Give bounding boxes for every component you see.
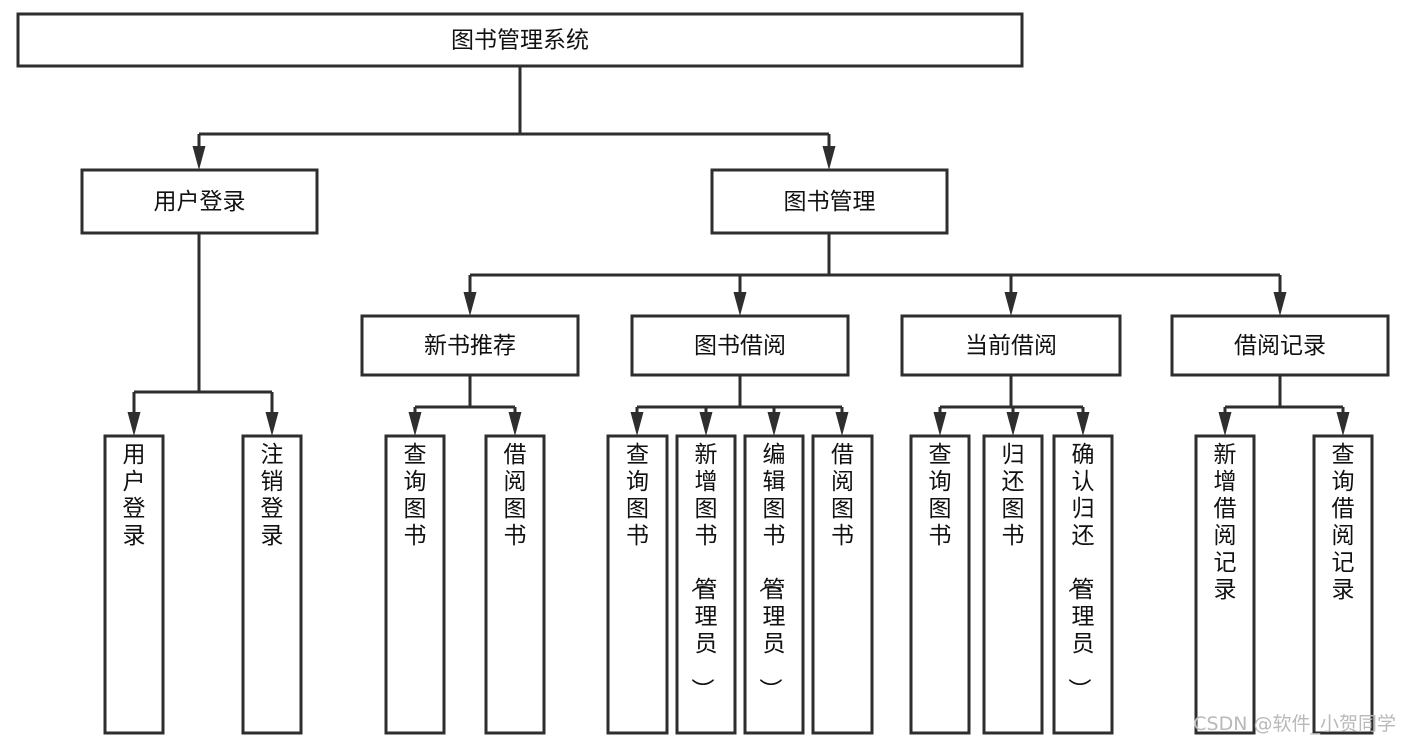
connector-group-user-login-to-leaves xyxy=(127,233,279,436)
node-leaf-edit-book-admin[interactable]: 编辑图书（管理员） xyxy=(743,434,805,735)
arrow-head-icon xyxy=(1273,292,1287,316)
node-label-leaf-add-borrow-record: 新增借阅记录 xyxy=(1214,442,1237,603)
node-root[interactable]: 图书管理系统 xyxy=(16,12,1024,68)
node-label-leaf-query-book-borrow: 查询图书 xyxy=(626,442,649,549)
node-box-leaf-query-book-borrow[interactable] xyxy=(606,434,669,735)
arrow-head-icon xyxy=(408,412,422,436)
connector-group-book-borrow-to-leaves xyxy=(630,375,849,436)
node-box-leaf-query-book-recommend[interactable] xyxy=(384,434,446,735)
node-label-leaf-confirm-return-admin: 确认归还（管理员） xyxy=(1066,442,1095,701)
node-label-leaf-return-book: 归还图书 xyxy=(1002,442,1025,549)
node-label-leaf-add-book-admin: 新增图书（管理员） xyxy=(689,442,718,701)
node-label-current-borrow: 当前借阅 xyxy=(965,333,1057,359)
nodes-layer: 图书管理系统用户登录图书管理新书推荐图书借阅当前借阅借阅记录用户登录注销登录查询… xyxy=(16,12,1390,735)
node-box-current-borrow[interactable] xyxy=(900,314,1122,377)
node-new-book-recommend[interactable]: 新书推荐 xyxy=(360,314,580,377)
node-box-book-borrow[interactable] xyxy=(630,314,850,377)
arrow-head-icon xyxy=(1004,292,1018,316)
node-label-leaf-edit-book-admin: 编辑图书（管理员） xyxy=(757,442,786,701)
node-box-leaf-edit-book-admin[interactable] xyxy=(743,434,805,735)
node-leaf-add-book-admin[interactable]: 新增图书（管理员） xyxy=(675,434,737,735)
node-current-borrow[interactable]: 当前借阅 xyxy=(900,314,1122,377)
node-box-leaf-borrow-book-recommend[interactable] xyxy=(484,434,546,735)
node-box-new-book-recommend[interactable] xyxy=(360,314,580,377)
arrow-head-icon xyxy=(733,292,747,316)
connector-group-borrow-record-to-leaves xyxy=(1218,375,1350,436)
node-box-root[interactable] xyxy=(16,12,1024,68)
node-book-management[interactable]: 图书管理 xyxy=(710,168,949,235)
connector-group-current-borrow-to-leaves xyxy=(933,375,1090,436)
node-box-leaf-return-book[interactable] xyxy=(982,434,1044,735)
arrow-head-icon xyxy=(1006,412,1020,436)
connector-group-root-to-level1 xyxy=(192,66,836,170)
node-box-leaf-user-login[interactable] xyxy=(103,434,165,735)
node-leaf-return-book[interactable]: 归还图书 xyxy=(982,434,1044,735)
node-label-user-login: 用户登录 xyxy=(154,189,246,215)
node-leaf-query-book-borrow[interactable]: 查询图书 xyxy=(606,434,669,735)
arrow-head-icon xyxy=(463,292,477,316)
node-leaf-logout-login[interactable]: 注销登录 xyxy=(241,434,303,735)
arrow-head-icon xyxy=(265,412,279,436)
arrow-head-icon xyxy=(630,412,644,436)
node-label-book-management: 图书管理 xyxy=(784,189,876,215)
node-label-new-book-recommend: 新书推荐 xyxy=(424,333,516,359)
node-box-leaf-borrow-book[interactable] xyxy=(811,434,874,735)
node-leaf-user-login[interactable]: 用户登录 xyxy=(103,434,165,735)
arrow-head-icon xyxy=(835,412,849,436)
node-box-borrow-record[interactable] xyxy=(1170,314,1390,377)
node-label-leaf-query-book-current: 查询图书 xyxy=(929,442,952,549)
node-label-leaf-user-login: 用户登录 xyxy=(123,442,146,549)
node-book-borrow[interactable]: 图书借阅 xyxy=(630,314,850,377)
arrow-head-icon xyxy=(508,412,522,436)
arrow-head-icon xyxy=(1076,412,1090,436)
node-box-leaf-query-book-current[interactable] xyxy=(909,434,971,735)
node-leaf-query-book-recommend[interactable]: 查询图书 xyxy=(384,434,446,735)
node-box-book-management[interactable] xyxy=(710,168,949,235)
node-box-leaf-query-borrow-record[interactable] xyxy=(1312,434,1374,735)
node-label-leaf-query-borrow-record: 查询借阅记录 xyxy=(1332,442,1355,603)
node-label-root: 图书管理系统 xyxy=(451,28,589,54)
arrow-head-icon xyxy=(822,146,836,170)
node-label-book-borrow: 图书借阅 xyxy=(694,333,786,359)
node-borrow-record[interactable]: 借阅记录 xyxy=(1170,314,1390,377)
node-label-borrow-record: 借阅记录 xyxy=(1234,333,1326,359)
node-leaf-query-book-current[interactable]: 查询图书 xyxy=(909,434,971,735)
node-box-leaf-confirm-return-admin[interactable] xyxy=(1052,434,1114,735)
csdn-watermark: CSDN @软件_小贺同学 xyxy=(1193,713,1396,735)
arrow-head-icon xyxy=(699,412,713,436)
node-box-user-login[interactable] xyxy=(80,168,319,235)
arrow-head-icon xyxy=(1218,412,1232,436)
arrow-head-icon xyxy=(1336,412,1350,436)
node-leaf-borrow-book-recommend[interactable]: 借阅图书 xyxy=(484,434,546,735)
connector-group-book-management-to-level2 xyxy=(463,233,1287,316)
node-leaf-borrow-book[interactable]: 借阅图书 xyxy=(811,434,874,735)
arrow-head-icon xyxy=(127,412,141,436)
node-box-leaf-add-borrow-record[interactable] xyxy=(1194,434,1256,735)
connector-group-new-book-recommend-to-leaves xyxy=(408,375,522,436)
node-box-leaf-logout-login[interactable] xyxy=(241,434,303,735)
arrow-head-icon xyxy=(767,412,781,436)
node-box-leaf-add-book-admin[interactable] xyxy=(675,434,737,735)
node-label-leaf-logout-login: 注销登录 xyxy=(261,442,284,549)
node-user-login[interactable]: 用户登录 xyxy=(80,168,319,235)
node-label-leaf-borrow-book-recommend: 借阅图书 xyxy=(504,442,527,549)
connector-lines-layer xyxy=(127,66,1350,436)
arrow-head-icon xyxy=(192,146,206,170)
node-leaf-add-borrow-record[interactable]: 新增借阅记录 xyxy=(1194,434,1256,735)
node-label-leaf-query-book-recommend: 查询图书 xyxy=(404,442,427,549)
node-label-leaf-borrow-book: 借阅图书 xyxy=(831,442,854,549)
node-leaf-query-borrow-record[interactable]: 查询借阅记录 xyxy=(1312,434,1374,735)
arrow-head-icon xyxy=(933,412,947,436)
node-leaf-confirm-return-admin[interactable]: 确认归还（管理员） xyxy=(1052,434,1114,735)
